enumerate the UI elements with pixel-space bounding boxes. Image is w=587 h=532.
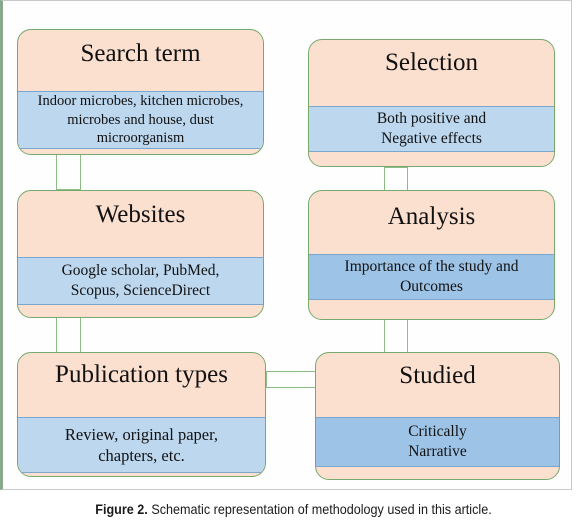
websites-box: Websites Google scholar, PubMed, Scopus,… — [17, 190, 264, 318]
figure-caption-text: Schematic representation of methodology … — [151, 501, 492, 517]
figure-caption: Figure 2. Schematic representation of me… — [29, 501, 557, 517]
connector-selection-analysis — [384, 167, 408, 191]
studied-detail: Critically Narrative — [316, 417, 559, 467]
connector-publication-studied — [266, 371, 318, 388]
studied-title: Studied — [399, 362, 476, 389]
selection-title: Selection — [384, 49, 479, 76]
websites-title: Websites — [95, 201, 186, 228]
connector-search-websites — [56, 154, 81, 190]
publication-types-box: Publication types Review, original paper… — [17, 352, 266, 477]
analysis-detail: Importance of the study and Outcomes — [309, 254, 554, 300]
studied-box: Studied Critically Narrative — [315, 352, 560, 480]
figure-caption-label: Figure 2. — [95, 501, 148, 517]
publication-types-detail: Review, original paper, chapters, etc. — [18, 417, 265, 473]
diagram-frame: Search term Indoor microbes, kitchen mic… — [0, 0, 572, 490]
selection-box: Selection Both positive and Negative eff… — [308, 39, 555, 167]
analysis-box: Analysis Importance of the study and Out… — [308, 190, 555, 320]
websites-detail: Google scholar, PubMed, Scopus, ScienceD… — [18, 257, 263, 305]
selection-detail: Both positive and Negative effects — [309, 106, 554, 152]
analysis-title: Analysis — [387, 203, 476, 230]
connector-websites-publication — [56, 317, 81, 353]
search-term-title: Search term — [80, 40, 201, 67]
publication-types-title: Publication types — [55, 361, 228, 388]
search-term-box: Search term Indoor microbes, kitchen mic… — [17, 29, 264, 155]
search-term-detail: Indoor microbes, kitchen microbes, micro… — [18, 91, 263, 149]
connector-analysis-studied — [384, 319, 408, 353]
